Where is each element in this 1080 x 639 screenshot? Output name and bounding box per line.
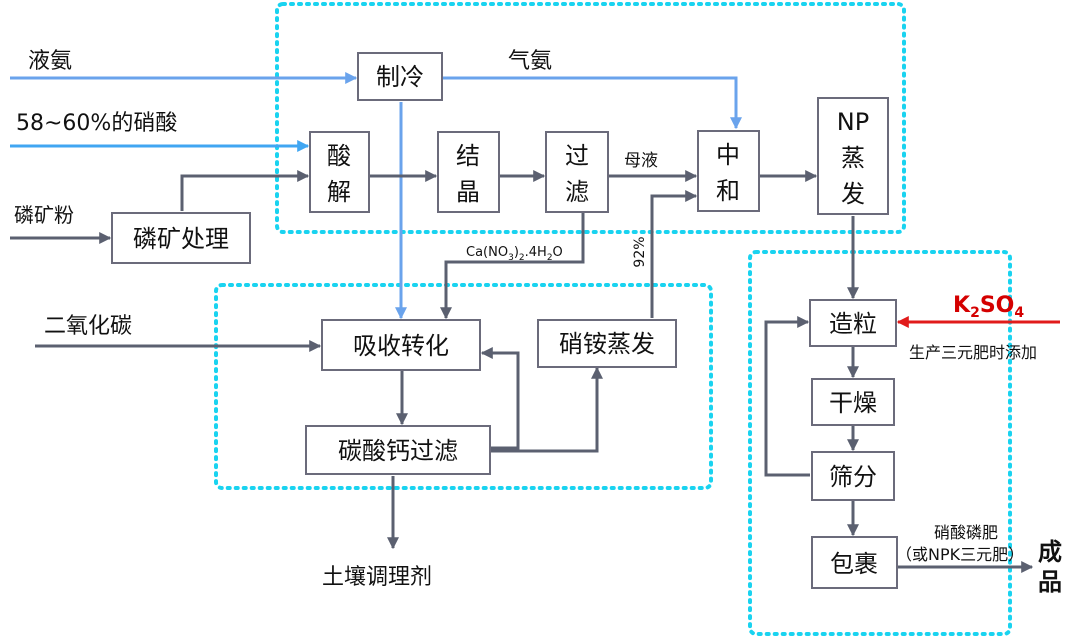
node-drying: 干燥 [811, 378, 895, 426]
node-an-evaporation: 硝铵蒸发 [537, 319, 677, 368]
k-add-note: 生产三元肥时添加 [909, 343, 1037, 362]
node-label: 吸收转化 [353, 332, 449, 360]
node-coating: 包裹 [811, 536, 898, 589]
node-absorption: 吸收转化 [321, 319, 481, 371]
gas-ammonia-label: 气氨 [508, 49, 552, 74]
node-np-evaporation: NP 蒸 发 [817, 97, 889, 215]
arrow-caco3-to-an [490, 366, 603, 453]
formula-subscript: 2 [547, 253, 553, 263]
final-product-label: 品 [1038, 568, 1062, 596]
node-label: 解 [327, 178, 351, 206]
node-label: 包裹 [830, 550, 878, 578]
input-nitric-acid-label: 58~60%的硝酸 [16, 111, 177, 136]
formula-part: SO [980, 293, 1015, 318]
node-screening: 筛分 [811, 451, 895, 501]
ca-nitrate-formula: Ca(NO3)2.4H2O [466, 245, 563, 263]
arrow-gas-ammonia [442, 76, 742, 130]
node-label: 制冷 [376, 63, 424, 91]
node-label: 晶 [456, 178, 480, 206]
node-label: 过 [565, 142, 589, 170]
formula-subscript: 3 [508, 253, 514, 263]
formula-part: O [553, 245, 563, 260]
arrow-screen-recycle [764, 316, 810, 477]
mother-liquor-label: 母液 [624, 151, 658, 171]
node-label: 和 [716, 177, 740, 205]
formula-part: ) [514, 245, 519, 260]
node-refrigeration: 制冷 [357, 52, 443, 101]
node-label: 碳酸钙过滤 [338, 437, 458, 465]
node-label: 结 [456, 142, 480, 170]
formula-part: .4H [525, 245, 547, 260]
node-acid-dissolution: 酸 解 [309, 131, 370, 213]
node-label: 发 [841, 180, 865, 208]
section-border-conversion [214, 283, 713, 490]
node-filtration: 过 滤 [545, 131, 609, 213]
node-label: 蒸 [841, 144, 865, 172]
input-liquid-ammonia-label: 液氨 [28, 49, 72, 74]
node-granulation: 造粒 [809, 299, 897, 347]
node-label: 造粒 [829, 310, 877, 338]
node-label: NP [837, 108, 869, 136]
node-label: 磷矿处理 [133, 225, 229, 253]
node-label: 滤 [565, 178, 589, 206]
formula-part: Ca(NO [466, 245, 508, 260]
node-label: 筛分 [829, 463, 877, 491]
section-border-granulation [748, 250, 1012, 636]
product-alt-label: （或NPK三元肥） [896, 545, 1024, 564]
node-label: 中 [716, 141, 740, 169]
arrow-caco3-return [480, 347, 520, 450]
arrow-92pct [650, 190, 698, 318]
final-product-label: 成 [1038, 538, 1062, 566]
soil-conditioner-label: 土壤调理剂 [322, 565, 432, 590]
section-border-acid [275, 2, 906, 234]
formula-part: K [953, 293, 971, 318]
formula-subscript: 2 [519, 253, 525, 263]
node-label: 干燥 [829, 389, 877, 417]
product-name-label: 硝酸磷肥 [934, 523, 998, 542]
arrow-ca-nitrate [440, 213, 585, 320]
node-crystallization: 结 晶 [437, 131, 500, 213]
input-co2-label: 二氧化碳 [44, 314, 132, 339]
arrow-rock-to-acid [180, 170, 310, 211]
node-neutralization: 中 和 [697, 130, 760, 212]
input-rock-powder-label: 磷矿粉 [14, 203, 74, 227]
pct92-label: 92% [632, 236, 648, 267]
node-label: 酸 [327, 142, 351, 170]
node-label: 硝铵蒸发 [559, 330, 655, 358]
node-rock-treatment: 磷矿处理 [111, 212, 251, 264]
k2so4-formula: K2SO4 [953, 293, 1024, 321]
formula-subscript: 2 [970, 305, 980, 321]
formula-subscript: 4 [1014, 305, 1024, 321]
node-caco3-filtration: 碳酸钙过滤 [305, 425, 491, 475]
